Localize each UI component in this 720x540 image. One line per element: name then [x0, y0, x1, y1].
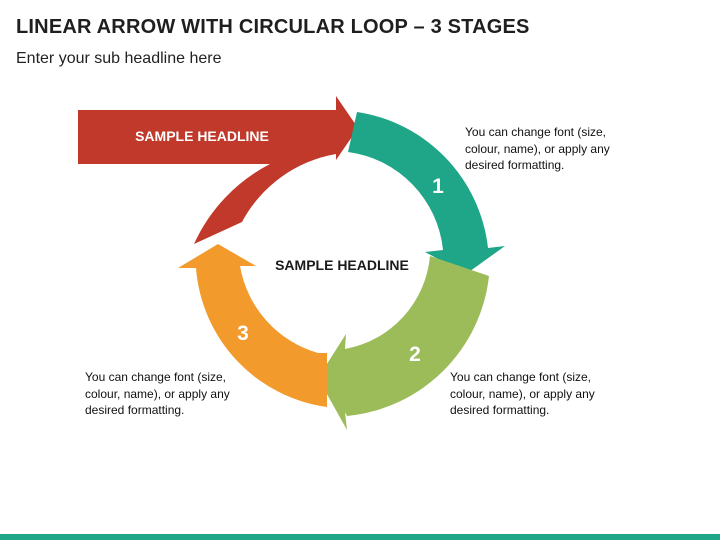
arrow-headline: SAMPLE HEADLINE — [135, 128, 269, 144]
stage-3-note: You can change font (size, colour, name)… — [85, 370, 230, 417]
stage-2-note: You can change font (size, colour, name)… — [450, 370, 595, 417]
slide-title: LINEAR ARROW WITH CIRCULAR LOOP – 3 STAG… — [16, 16, 530, 38]
stage-2-arrow — [318, 256, 489, 430]
slide-subtitle: Enter your sub headline here — [16, 50, 222, 67]
center-headline: SAMPLE HEADLINE — [275, 257, 409, 273]
stage-3-number: 3 — [237, 322, 249, 345]
linear-arrow — [78, 96, 358, 244]
stage-2-number: 2 — [409, 343, 421, 366]
stage-3-arrow — [178, 244, 327, 407]
stage-1-arrow — [348, 112, 505, 274]
footer-bar — [0, 534, 720, 540]
stage-1-number: 1 — [432, 175, 444, 198]
stage-1-note: You can change font (size, colour, name)… — [465, 125, 610, 172]
